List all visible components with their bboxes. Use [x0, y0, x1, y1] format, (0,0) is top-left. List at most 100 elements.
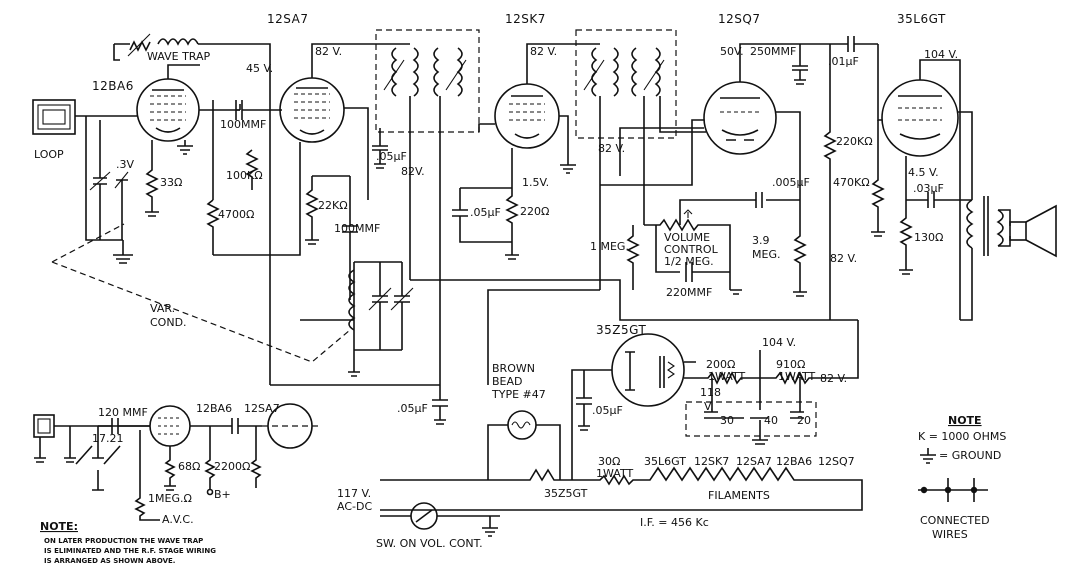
c01-label: .01µF: [828, 55, 859, 68]
vol2-label: CONTROL: [664, 243, 719, 256]
inset-bplus-label: B+: [214, 488, 231, 501]
bead3-label: TYPE #47: [491, 388, 546, 401]
c100mmf-label: 100MMF: [220, 118, 266, 131]
if-label: I.F. = 456 Kc: [640, 516, 709, 529]
inset-r2200-label: 2200Ω: [214, 460, 250, 473]
inset-r1meg-label: 1MEG.Ω: [148, 492, 192, 505]
v82a-label: 82 V.: [315, 45, 342, 58]
fil-z5-label: 35Z5GT: [544, 487, 588, 500]
c03-label: .03µF: [913, 182, 944, 195]
tube-label-12sk7: 12SK7: [505, 12, 546, 26]
inset-tube-12sa7: [262, 403, 318, 449]
pilot-lamp-icon: [507, 410, 537, 440]
r30-label: 30Ω: [598, 455, 620, 468]
r30w-label: 1WATT: [596, 467, 633, 480]
power-switch-icon: [410, 502, 438, 530]
filter-capacitor-block: [685, 378, 817, 445]
v50-label: 50V.: [720, 45, 744, 58]
cap40-label: 40: [764, 414, 778, 427]
wave-trap: [113, 33, 271, 385]
fil-l6-label: 35L6GT: [644, 455, 686, 468]
r200-label: 200Ω: [706, 358, 735, 371]
bottom-note-3: IS ARRANGED AS SHOWN ABOVE.: [44, 557, 175, 565]
fil-sa7-label: 12SA7: [736, 455, 772, 468]
ac1-label: 117 V.: [337, 487, 371, 500]
v82d-label: 82 V.: [598, 142, 625, 155]
note-ground: = GROUND: [939, 449, 1001, 462]
tube-12sq7: [703, 81, 777, 155]
v45-label: 45 V.: [246, 62, 273, 75]
v3-label: .3V: [116, 158, 134, 171]
c05b-label: .05µF: [470, 206, 501, 219]
oscillator-coil: [300, 261, 414, 377]
var-cond-label-1: VAR.: [150, 302, 175, 315]
tube-12sa7: [279, 77, 345, 143]
r220-label: 220Ω: [520, 205, 549, 218]
switch-label: SW. ON VOL. CONT.: [376, 537, 483, 550]
tube-label-12sq7: 12SQ7: [718, 12, 760, 26]
vV-label: V.: [704, 400, 714, 413]
inset-r68-label: 68Ω: [178, 460, 200, 473]
fil-sq7-label: 12SQ7: [818, 455, 855, 468]
tube-12sk7: [494, 83, 560, 149]
bead1-label: BROWN: [492, 362, 535, 375]
r910-label: 910Ω: [776, 358, 805, 371]
c05a-label: .05µF: [376, 150, 407, 163]
bottom-note-2: IS ELIMINATED AND THE R.F. STAGE WIRING: [44, 547, 216, 555]
tube-35z5gt: [611, 333, 685, 407]
inset-c120-label: 120 MMF: [98, 406, 148, 419]
inset-tube2-label: 12SA7: [244, 402, 280, 415]
r910w-label: 1WATT: [778, 370, 815, 383]
v82b-label: 82 V.: [530, 45, 557, 58]
fil-ba6-label: 12BA6: [776, 455, 812, 468]
cap30-label: 30: [720, 414, 734, 427]
r220k-label: 220KΩ: [836, 135, 873, 148]
cap20-label: 20: [797, 414, 811, 427]
c005-label: .005µF: [772, 176, 810, 189]
r33-label: 33Ω: [160, 176, 182, 189]
tube-label-12ba6: 12BA6: [92, 79, 134, 93]
speaker-icon: [1009, 204, 1057, 258]
wave-trap-label: WAVE TRAP: [147, 50, 211, 63]
v82c-label: 82V.: [401, 165, 425, 178]
vol1-label: VOLUME: [664, 231, 710, 244]
v118-label: 118: [700, 386, 721, 399]
note-k: K = 1000 OHMS: [918, 430, 1006, 443]
v104b-label: 104 V.: [762, 336, 796, 349]
r1meg-label: 1 MEG.: [590, 240, 629, 253]
if-transformer-2: [575, 29, 677, 139]
v104a-label: 104 V.: [924, 48, 958, 61]
v15-label: 1.5V.: [522, 176, 549, 189]
r100k-label: 100KΩ: [226, 169, 263, 182]
inset-loop: [33, 414, 55, 438]
connected-wires-icon: [918, 478, 988, 502]
bead2-label: BEAD: [492, 375, 523, 388]
ac2-label: AC-DC: [337, 500, 372, 513]
v82e-label: 82 V.: [830, 252, 857, 265]
ground-icon: [920, 448, 936, 464]
v45b-label: 4.5 V.: [908, 166, 939, 179]
loop-label: LOOP: [34, 148, 64, 161]
if-transformer-1: [375, 29, 480, 133]
r4700-label: 4700Ω: [218, 208, 254, 221]
c05d-label: .05µF: [592, 404, 623, 417]
inset-v1721-label: 17.21: [92, 432, 124, 445]
r470k-label: 470KΩ: [833, 176, 870, 189]
bottom-note-1: ON LATER PRODUCTION THE WAVE TRAP: [44, 537, 203, 545]
tube-label-12sa7: 12SA7: [267, 12, 308, 26]
tube-label-35z5gt: 35Z5GT: [596, 323, 646, 337]
loop-antenna: [32, 99, 76, 135]
tube-label-35l6gt: 35L6GT: [897, 12, 946, 26]
c100mmf2-label: 100MMF: [334, 222, 380, 235]
r22k-label: 22KΩ: [318, 199, 348, 212]
note-conn2: WIRES: [932, 528, 968, 541]
note-title: NOTE: [948, 414, 982, 427]
bottom-note-title: NOTE:: [40, 520, 78, 533]
r39b-label: MEG.: [752, 248, 780, 261]
c250mmf-label: 250MMF: [750, 45, 796, 58]
v82f-label: 82 V.: [820, 372, 847, 385]
note-conn1: CONNECTED: [920, 514, 990, 527]
fil-sk7-label: 12SK7: [694, 455, 729, 468]
r39-label: 3.9: [752, 234, 770, 247]
r130-label: 130Ω: [914, 231, 943, 244]
